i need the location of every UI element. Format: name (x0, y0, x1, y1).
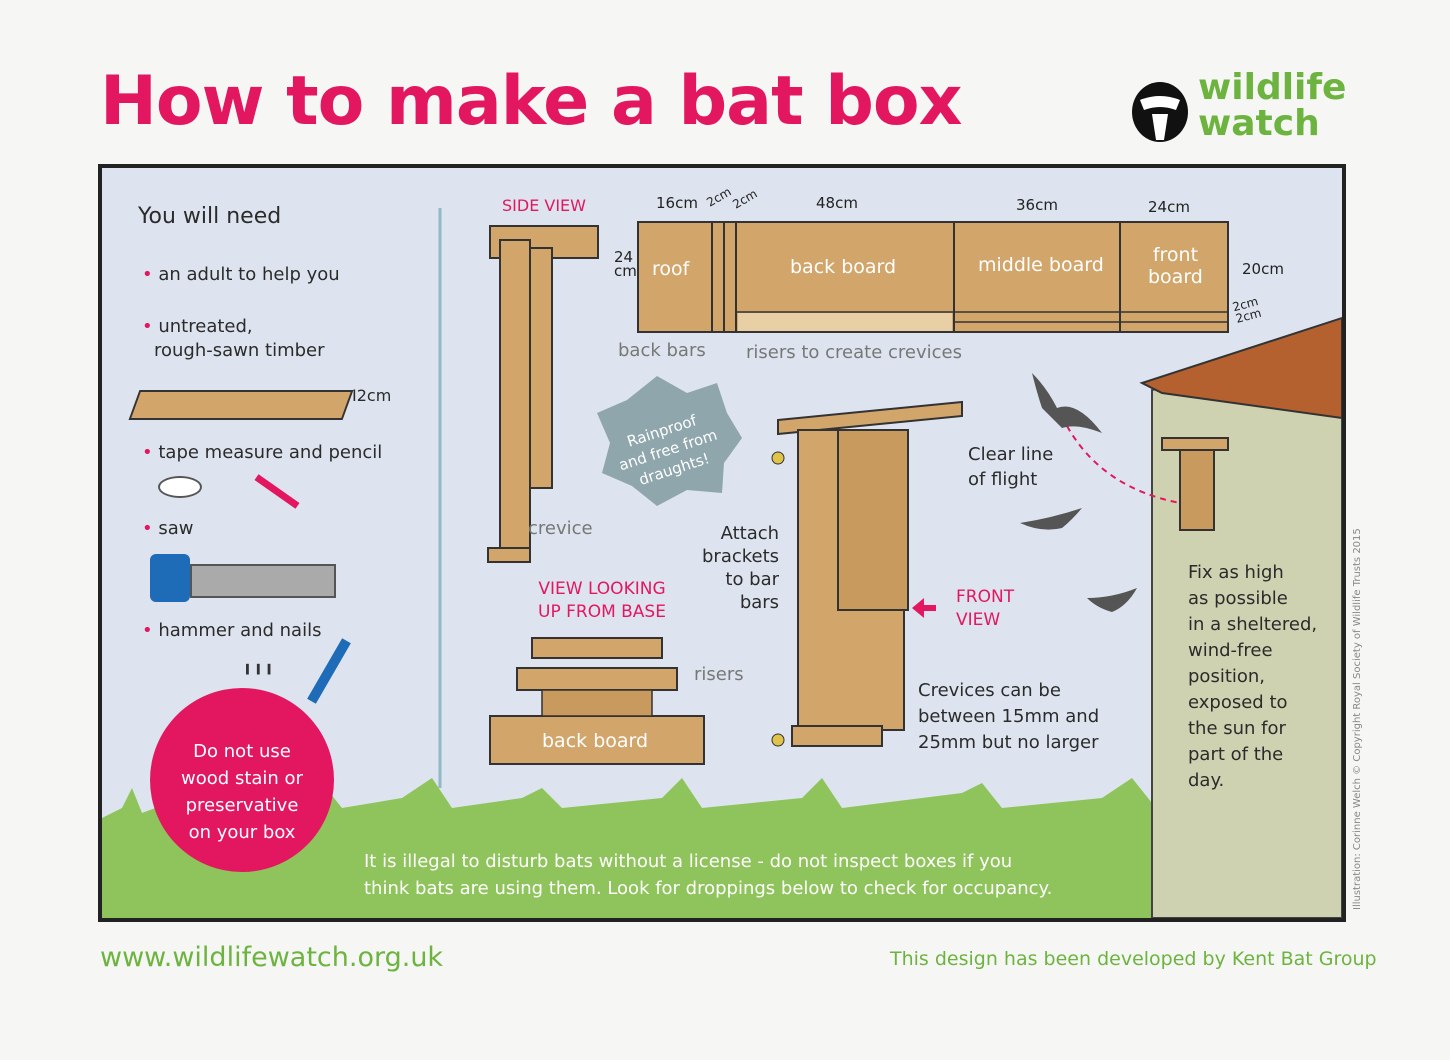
need-item-2b: rough-sawn timber (154, 340, 325, 361)
instruction-panel: You will need • an adult to help you • u… (98, 164, 1346, 922)
back-bars-label: back bars (618, 340, 706, 361)
warning-text: Do not use wood stain or preservative on… (181, 741, 303, 843)
tape-measure-icon (158, 476, 202, 498)
badger-logo-icon (1132, 82, 1188, 142)
timber-plank-icon (128, 390, 354, 420)
need-item-1: • an adult to help you (142, 264, 340, 285)
rainproof-badge (597, 376, 742, 506)
bat-icons (1020, 373, 1137, 612)
side-view-drawing (487, 225, 599, 563)
base-back-board-label: back board (542, 730, 649, 752)
front-view-drawing (771, 400, 963, 747)
bat-icon-1 (1032, 373, 1102, 433)
risers-label: risers (694, 664, 744, 685)
footer-url[interactable]: www.wildlifewatch.org.uk (100, 942, 444, 973)
house-roof (1139, 316, 1342, 420)
grass-strip (102, 778, 1342, 918)
page-title: How to make a bat box (100, 62, 963, 141)
bat-icon-2 (1020, 508, 1082, 530)
risers-crevices-label: risers to create crevices (746, 342, 962, 363)
board-middle: middle board (978, 254, 1104, 276)
illustration-credit: Illustration: Corinne Welch © Copyright … (1352, 528, 1363, 910)
illustration-canvas (102, 208, 1342, 918)
needs-heading: You will need (138, 204, 282, 229)
logo-line-2: watch (1198, 103, 1320, 144)
need-item-5: • hammer and nails (142, 620, 322, 641)
crevice-label: crevice (528, 518, 593, 539)
illegal-note: It is illegal to disturb bats without a … (364, 851, 1053, 899)
dim-16cm: 16cm (656, 194, 698, 212)
dim-24cm: 24cm (1148, 198, 1190, 216)
base-view-drawing (489, 637, 705, 765)
logo-wordmark: wildlife watch (1198, 70, 1346, 142)
warning-circle-bg (150, 688, 334, 872)
mounted-box (1179, 449, 1215, 531)
nails-icon: ╻╻╻ (242, 654, 275, 675)
need-item-4: • saw (142, 518, 194, 539)
flight-path (1066, 425, 1181, 504)
need-item-3: • tape measure and pencil (142, 442, 383, 463)
dim-height-right: 20cm (1242, 260, 1284, 278)
saw-blade-icon (190, 564, 336, 598)
dim-36cm: 36cm (1016, 196, 1058, 214)
cutting-plan (637, 221, 1229, 333)
timber-thickness: I2cm (352, 386, 392, 405)
bat-icon-3 (1087, 588, 1137, 612)
saw-handle-icon (150, 554, 190, 602)
board-back: back board (790, 256, 897, 278)
footer-credit: This design has been developed by Kent B… (890, 948, 1377, 970)
need-item-2: • untreated, (142, 316, 253, 337)
logo-line-1: wildlife (1198, 67, 1347, 108)
side-view-label: SIDE VIEW (502, 196, 586, 215)
dim-48cm: 48cm (816, 194, 858, 212)
mounted-box-roof (1161, 437, 1229, 451)
board-roof: roof (652, 258, 690, 280)
